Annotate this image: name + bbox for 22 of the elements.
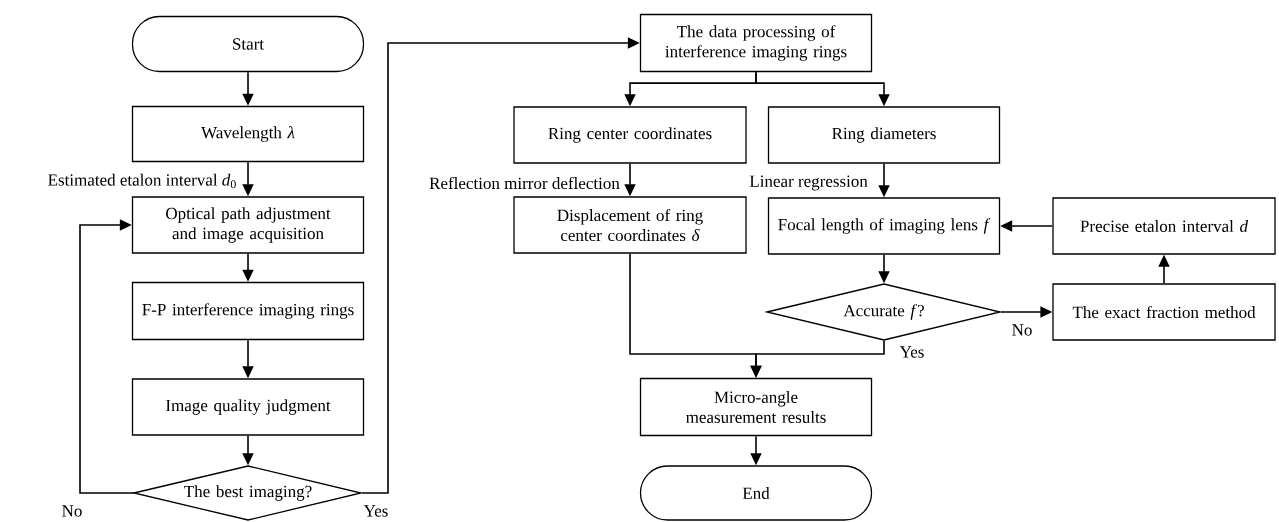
edge-label: No xyxy=(60,504,84,518)
edge-label: Yes xyxy=(362,504,390,518)
process-box: Image quality judgment xyxy=(131,378,365,436)
process-box: Displacement of ring center coordinates δ xyxy=(513,196,747,254)
edge-label: Yes xyxy=(898,345,926,359)
process-box: F-P interference imaging rings xyxy=(131,281,365,341)
process-box: Micro-angle measurement results xyxy=(639,377,873,437)
edge-label: No xyxy=(1010,323,1034,337)
process-box: Ring center coordinates xyxy=(513,106,747,164)
terminal-box: End xyxy=(639,465,873,521)
process-box: Focal length of imaging lens f xyxy=(767,197,1001,255)
edge-label: Estimated etalon interval d$_{0}$ xyxy=(46,172,238,190)
process-box: Precise etalon interval d xyxy=(1052,197,1276,255)
edge-label: Reflection mirror deflection xyxy=(428,175,621,191)
edge-label: Linear regression xyxy=(748,174,869,192)
process-box: Optical path adjustment and image acquisition xyxy=(131,196,365,254)
process-box: Ring diameters xyxy=(767,106,1001,164)
process-box: Wavelength λ xyxy=(131,105,365,163)
process-box: The exact fraction method xyxy=(1052,283,1276,341)
arrow xyxy=(79,219,135,494)
terminal-box: Start xyxy=(131,15,365,73)
process-box: The data processing of interference imaging rings xyxy=(639,13,873,73)
